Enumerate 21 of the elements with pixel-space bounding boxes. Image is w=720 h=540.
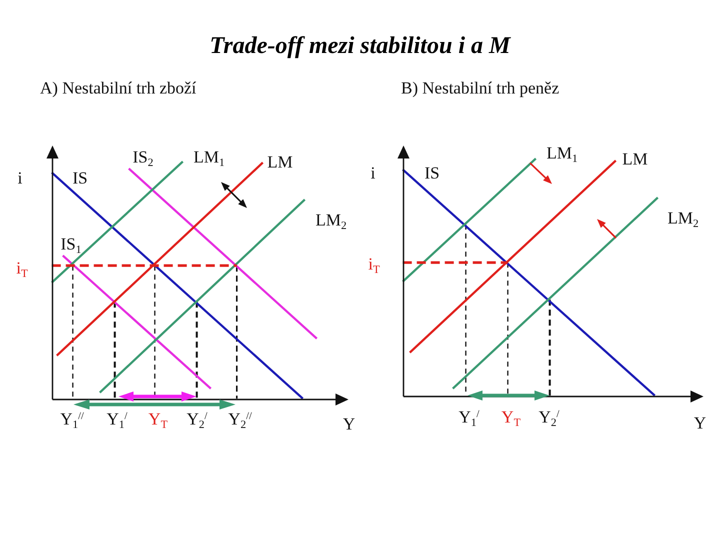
axis-tick-label: Y$_{T}$ xyxy=(148,410,168,428)
axis-label: i xyxy=(18,170,22,186)
axis-label: Y xyxy=(694,414,706,432)
curve-label: LM xyxy=(622,150,648,168)
panel-heading: B) Nestabilní trh peněz xyxy=(401,80,560,96)
curve-label: IS$_{2}$ xyxy=(132,148,154,166)
axis-tick-label: i$_{T}$ xyxy=(368,256,380,272)
curve-label: IS xyxy=(72,170,88,186)
curve-label: LM$_{2}$ xyxy=(667,210,699,226)
title: Trade-off mezi stabilitou i a M xyxy=(210,33,510,60)
curve-label: LM$_{1}$ xyxy=(193,148,225,166)
axis-label: i xyxy=(370,164,376,182)
curve-label: LM$_{2}$ xyxy=(315,212,347,228)
curve-label: LM xyxy=(267,154,293,170)
axis-tick-label: i$_{T}$ xyxy=(16,260,28,276)
axis-tick-label: Y$_{T}$ xyxy=(501,408,521,426)
curve-label: IS xyxy=(424,164,440,182)
curve-label: LM$_{1}$ xyxy=(546,144,578,162)
axis-label: Y xyxy=(342,416,356,432)
panel-heading: A) Nestabilní trh zboží xyxy=(40,80,196,96)
curve-label: IS$_{1}$ xyxy=(60,236,82,252)
